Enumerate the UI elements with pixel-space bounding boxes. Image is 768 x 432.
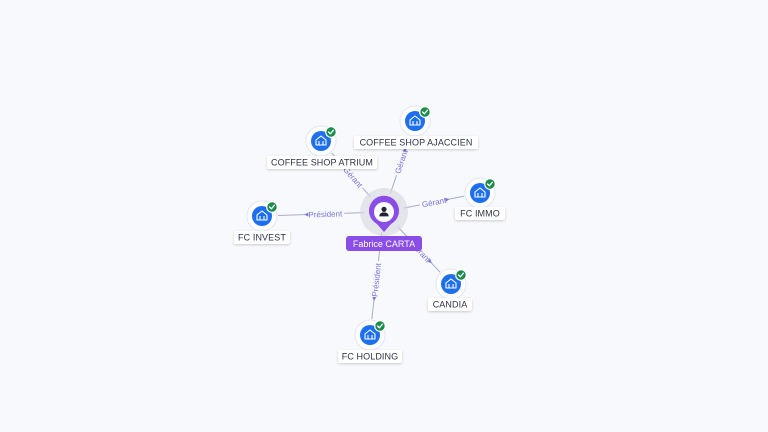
edge-fc-invest: Président (277, 208, 365, 220)
edge-label: Président (370, 262, 383, 297)
node-label: COFFEE SHOP ATRIUM (271, 158, 373, 168)
edge-label-group: Gérant (391, 146, 411, 177)
person-icon (379, 206, 389, 217)
verified-check-icon (419, 106, 431, 118)
edge-label-backdrop (369, 260, 384, 300)
node-disc (360, 325, 380, 345)
building-icon (445, 278, 457, 289)
verified-check-icon (455, 269, 467, 281)
edge-fc-holding: Président (369, 231, 384, 320)
edge-label-backdrop (391, 146, 411, 177)
edge-label: Gérant (421, 196, 448, 210)
building-icon (256, 210, 268, 221)
building-icon (364, 329, 376, 340)
building-icon (409, 115, 421, 126)
node-label-backdrop (354, 136, 478, 149)
edge-label-backdrop (306, 208, 345, 220)
node-label-backdrop (267, 156, 377, 169)
edge-arrow (372, 296, 377, 302)
node-disc (470, 183, 490, 203)
edge-label-group: Président (306, 208, 345, 220)
edge-label-backdrop (339, 163, 367, 192)
node-label-backdrop (234, 231, 290, 244)
node-disc (405, 111, 425, 131)
node-fc-holding[interactable]: FC HOLDING (338, 319, 402, 363)
edge-label-group: Président (369, 260, 384, 300)
node-disc (311, 131, 331, 151)
center-pin-inner (374, 202, 394, 222)
node-label-backdrop (455, 207, 505, 220)
edge-label: Président (308, 209, 343, 219)
node-disc (441, 274, 461, 294)
verified-check-icon (374, 320, 386, 332)
node-label: FC HOLDING (342, 352, 399, 362)
edge-arrow (427, 258, 432, 264)
building-icon (474, 187, 486, 198)
node-label-backdrop (428, 298, 472, 311)
edge-label-group: Gérant (419, 194, 449, 210)
node-coffee-shop-ajaccien[interactable]: COFFEE SHOP AJACCIEN (354, 105, 478, 149)
center-node-fabrice-carta[interactable]: Fabrice CARTA (346, 188, 422, 251)
verified-check-icon (484, 178, 496, 190)
nodes-layer: COFFEE SHOP ATRIUM COFFEE SHOP AJACCIEN FC… (234, 105, 505, 363)
node-label: FC INVEST (238, 233, 286, 243)
edge-label-backdrop (419, 194, 449, 210)
node-label-backdrop (338, 350, 402, 363)
building-icon (315, 135, 327, 146)
edge-arrow (444, 197, 450, 202)
node-label: COFFEE SHOP AJACCIEN (360, 138, 473, 148)
node-label: CANDIA (433, 300, 468, 310)
node-coffee-shop-atrium[interactable]: COFFEE SHOP ATRIUM (267, 125, 377, 169)
node-disc (252, 206, 272, 226)
verified-check-icon (266, 201, 278, 213)
node-fc-invest[interactable]: FC INVEST (234, 200, 290, 244)
edge-arrow (304, 212, 309, 217)
edge-label: Gérant (393, 148, 410, 175)
node-label: FC IMMO (460, 209, 500, 219)
node-fc-immo[interactable]: FC IMMO (455, 177, 505, 220)
node-candia[interactable]: CANDIA (428, 268, 472, 311)
center-label-tag (346, 236, 422, 251)
center-label: Fabrice CARTA (353, 239, 415, 249)
edge-fc-immo: Gérant (403, 194, 465, 210)
verified-check-icon (325, 126, 337, 138)
